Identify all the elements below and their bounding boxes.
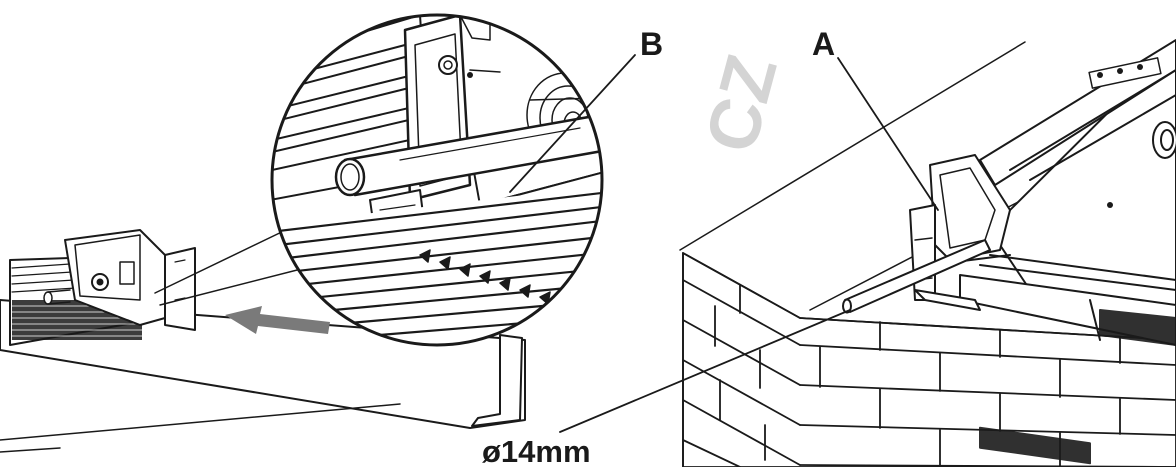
zoom-leader-upper: [154, 227, 291, 294]
callout-diameter-leader: [559, 309, 851, 433]
label-a: A: [812, 26, 835, 62]
callout-b-leader: [509, 54, 636, 193]
heater-unit-top: [909, 39, 1176, 465]
wall-edge-line: [0, 403, 401, 441]
watermark: CZ: [691, 47, 793, 160]
label-b: B: [640, 26, 663, 62]
plate-bent-edge: [471, 334, 523, 427]
label-diameter: ø14mm: [482, 434, 591, 467]
right-assembly: [679, 39, 1176, 467]
watermark-text: CZ: [691, 47, 793, 160]
grille-slats: [11, 263, 77, 293]
callout-a-leader: [837, 57, 939, 211]
push-arrow: [225, 306, 330, 334]
zoom-detail: [270, 13, 604, 347]
zoom-leader-lower: [159, 267, 306, 306]
rod-14mm: [842, 239, 991, 314]
zoom-serrations: [419, 249, 551, 305]
brick-wall: [682, 252, 1176, 467]
zoom-rod: [334, 113, 602, 197]
zoom-circle-outline: [270, 13, 604, 347]
